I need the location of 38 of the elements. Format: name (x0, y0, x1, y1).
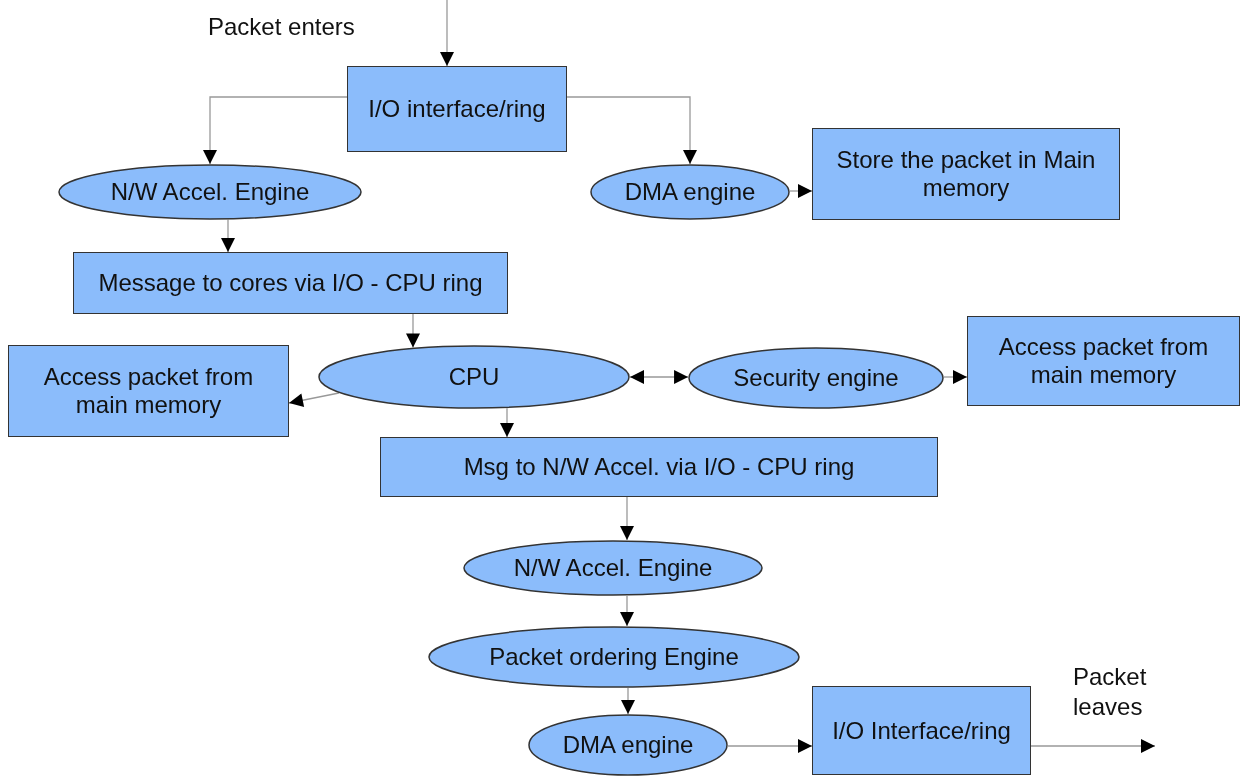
node-label: I/O interface/ring (367, 95, 547, 123)
arrow (440, 0, 454, 67)
node-label: DMA engine (623, 178, 757, 206)
node-label: Access packet from main memory (997, 333, 1210, 389)
node-label: Packet ordering Engine (488, 643, 740, 671)
flow-note: Packet enters (208, 12, 356, 42)
process-box (812, 128, 1120, 220)
arrow (203, 96, 348, 165)
arrow (566, 96, 697, 165)
process-box (967, 316, 1240, 406)
process-box (8, 345, 289, 437)
arrow (1030, 739, 1156, 753)
arrow (789, 184, 813, 198)
node-label: Message to cores via I/O - CPU ring (97, 269, 484, 297)
node-label: Store the packet in Main memory (835, 146, 1097, 202)
arrow (288, 392, 340, 408)
arrow (500, 407, 514, 438)
arrow (620, 496, 634, 541)
node-label: Security engine (732, 364, 900, 392)
arrow (406, 313, 420, 349)
flow-note: Packet leaves (1073, 662, 1148, 722)
process-box (812, 686, 1031, 775)
node-label: DMA engine (561, 731, 695, 759)
arrow (727, 739, 813, 753)
node-label: N/W Accel. Engine (512, 554, 714, 582)
arrow (943, 370, 968, 384)
process-box (73, 252, 508, 314)
arrow (221, 219, 235, 253)
node-label: CPU (447, 363, 501, 391)
arrow (621, 687, 635, 715)
node-label: N/W Accel. Engine (109, 178, 311, 206)
node-label: I/O Interface/ring (831, 716, 1012, 745)
process-box (380, 437, 938, 497)
node-label: Access packet from main memory (42, 363, 255, 419)
process-box (347, 66, 567, 152)
arrow (629, 370, 689, 384)
node-label: Msg to N/W Accel. via I/O - CPU ring (462, 453, 856, 481)
arrow (620, 595, 634, 627)
